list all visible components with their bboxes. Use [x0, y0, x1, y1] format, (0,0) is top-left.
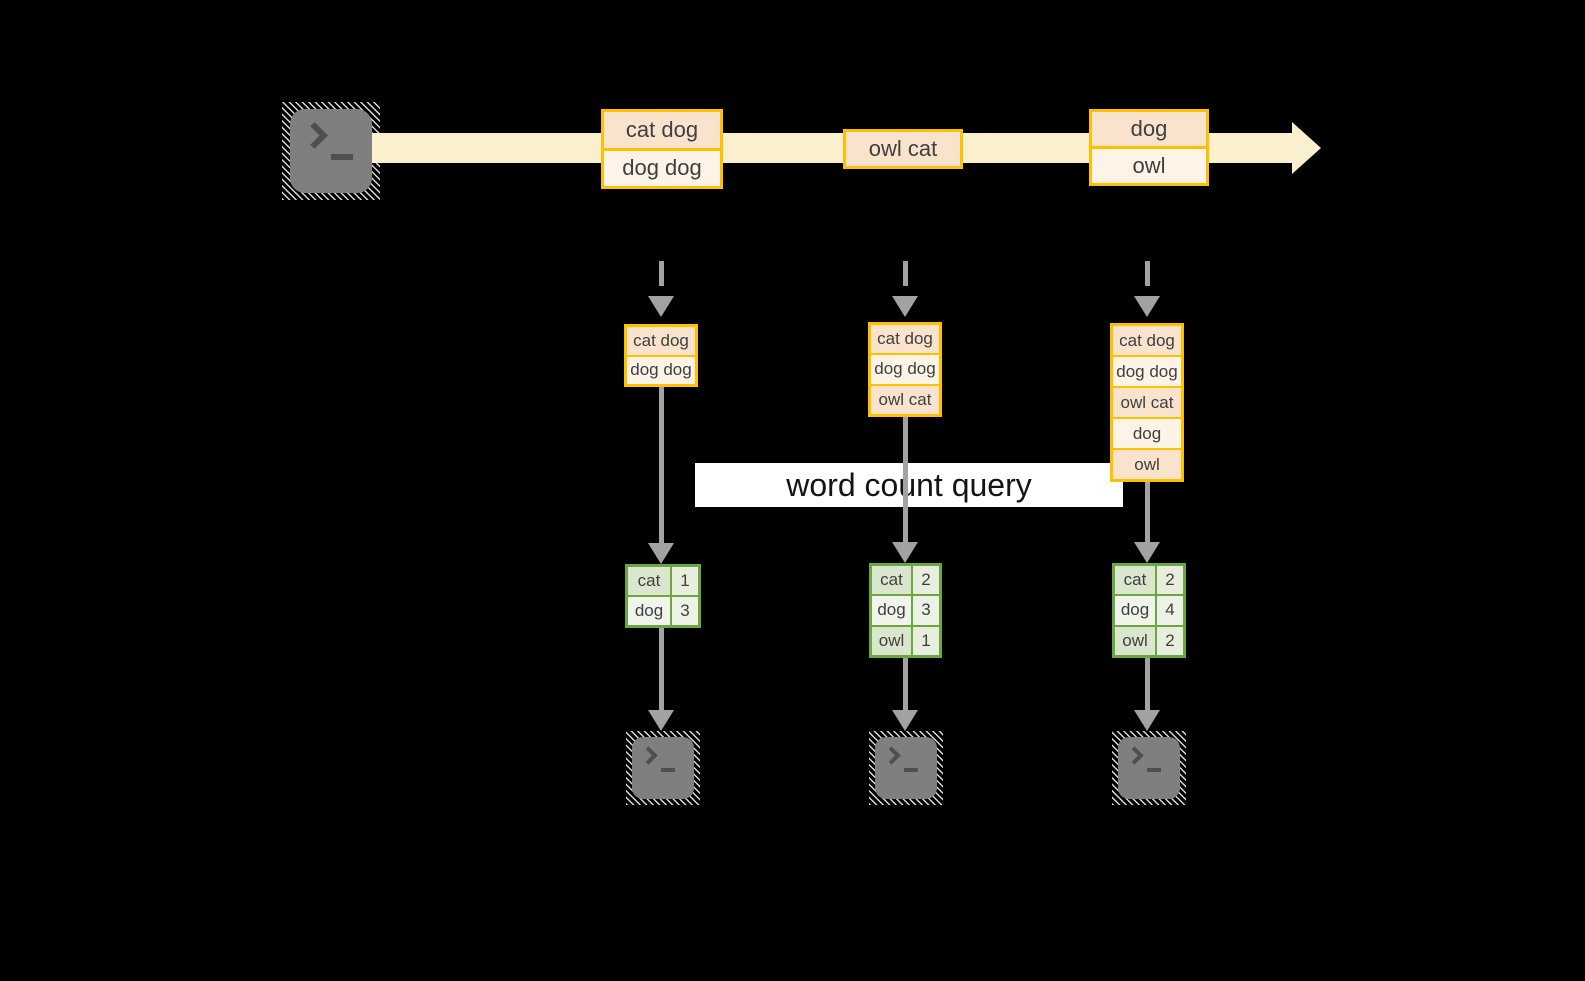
arrow-head-icon	[892, 542, 918, 563]
input-stack-1: cat dog dog dog	[624, 324, 698, 387]
arrow-head-icon	[648, 710, 674, 731]
terminal-prompt-icon	[1118, 737, 1180, 799]
input-line: cat dog	[627, 327, 695, 355]
input-line: cat dog	[871, 325, 939, 354]
dashed-arrow-segment	[1144, 261, 1150, 286]
count-cell: 3	[672, 597, 698, 625]
dashed-arrow-head-icon	[648, 296, 674, 317]
input-line: cat dog	[1113, 326, 1181, 355]
prompt-cursor-icon	[904, 768, 918, 772]
batch-line: owl cat	[846, 132, 960, 166]
prompt-chevron-icon	[301, 122, 328, 149]
prompt-chevron-icon	[639, 746, 658, 765]
dashed-arrow-segment	[902, 261, 908, 286]
batch-line: dog	[1092, 112, 1206, 146]
dashed-arrow-segment	[658, 261, 664, 286]
word-cell: dog	[628, 597, 670, 625]
dashed-arrow-head-icon	[1134, 296, 1160, 317]
result-table-1: cat 1 dog 3	[625, 564, 701, 628]
word-cell: owl	[872, 626, 911, 655]
prompt-cursor-icon	[1147, 768, 1161, 772]
stream-timeline-arrowhead-icon	[1292, 122, 1321, 174]
word-cell: owl	[1115, 626, 1155, 655]
input-line: owl	[1113, 450, 1181, 479]
terminal-prompt-icon	[875, 737, 937, 799]
connector-line	[1144, 658, 1150, 710]
batch-line: owl	[1092, 149, 1206, 183]
input-line: owl cat	[1113, 388, 1181, 417]
source-terminal-hatch	[282, 102, 380, 200]
arrow-head-icon	[892, 710, 918, 731]
count-cell: 2	[1157, 626, 1183, 655]
word-cell: cat	[872, 566, 911, 595]
word-cell: cat	[628, 567, 670, 595]
arrow-head-icon	[648, 543, 674, 564]
connector-line	[902, 658, 908, 710]
count-cell: 3	[913, 596, 939, 625]
prompt-chevron-icon	[882, 746, 901, 765]
input-line: dog dog	[871, 355, 939, 384]
count-cell: 1	[913, 626, 939, 655]
word-cell: cat	[1115, 566, 1155, 595]
batch-line: cat dog	[604, 112, 720, 148]
connector-line	[658, 387, 664, 543]
sink-terminal-hatch	[869, 731, 943, 805]
sink-terminal-hatch	[1112, 731, 1186, 805]
result-table-2: cat 2 dog 3 owl 1	[869, 563, 942, 658]
prompt-cursor-icon	[661, 768, 675, 772]
terminal-prompt-icon	[290, 109, 372, 193]
word-cell: dog	[872, 596, 911, 625]
dashed-arrow-head-icon	[892, 296, 918, 317]
batch-box-1: cat dog dog dog	[601, 109, 723, 189]
input-line: owl cat	[871, 385, 939, 414]
count-cell: 1	[672, 567, 698, 595]
input-line: dog dog	[1113, 357, 1181, 386]
connector-line	[658, 628, 664, 710]
connector-line	[1144, 482, 1150, 542]
batch-box-2: owl cat	[843, 129, 963, 169]
word-cell: dog	[1115, 596, 1155, 625]
input-line: dog	[1113, 419, 1181, 448]
batch-box-3: dog owl	[1089, 109, 1209, 186]
result-table-3: cat 2 dog 4 owl 2	[1112, 563, 1186, 658]
connector-line	[902, 417, 908, 542]
input-stack-3: cat dog dog dog owl cat dog owl	[1110, 323, 1184, 482]
terminal-prompt-icon	[632, 737, 694, 799]
count-cell: 2	[913, 566, 939, 595]
arrow-head-icon	[1134, 542, 1160, 563]
batch-line: dog dog	[604, 150, 720, 186]
count-cell: 4	[1157, 596, 1183, 625]
query-label: word count query	[695, 463, 1123, 507]
arrow-head-icon	[1134, 710, 1160, 731]
input-line: dog dog	[627, 356, 695, 384]
prompt-chevron-icon	[1125, 746, 1144, 765]
prompt-cursor-icon	[331, 154, 353, 160]
count-cell: 2	[1157, 566, 1183, 595]
input-stack-2: cat dog dog dog owl cat	[868, 322, 942, 417]
sink-terminal-hatch	[626, 731, 700, 805]
